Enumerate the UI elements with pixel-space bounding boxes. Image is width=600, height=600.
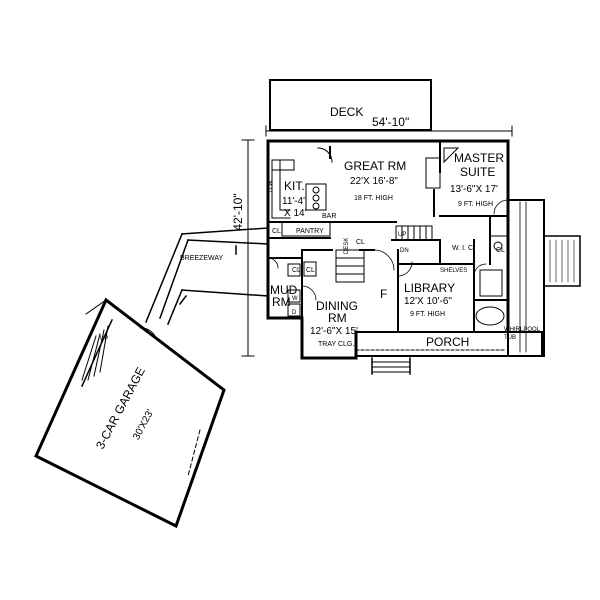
library-note: 9 FT. HIGH: [410, 311, 445, 318]
master-closet-label: CL: [496, 247, 505, 254]
kitchen-size-1: 11'-4": [282, 196, 307, 207]
garage: [34, 297, 226, 529]
mudroom-fixtures: [287, 261, 317, 317]
great-room-fixtures: [317, 147, 460, 189]
bar-label: BAR: [322, 213, 336, 220]
foyer-label: F: [380, 287, 387, 301]
kitchen-size-2: X 14': [284, 208, 307, 219]
deck-label: DECK: [330, 105, 363, 119]
dining-room-size: 12'-6"X 15': [310, 326, 358, 337]
dining-room-name-1: DINING: [316, 299, 358, 313]
library-size: 12'X 10'-6": [404, 296, 452, 307]
porch: [355, 331, 543, 375]
stairs: [335, 225, 433, 283]
mudroom-name-2: RM: [272, 295, 291, 309]
door-swings: [267, 199, 509, 301]
wic-label: W. I. C.: [452, 245, 475, 252]
stair-down-label: DN: [400, 248, 409, 254]
great-room-note: 18 FT. HIGH: [354, 195, 393, 202]
hall-closet-label: CL: [356, 239, 365, 246]
garage-size: 30'X23': [131, 408, 156, 442]
width-dimension-label: 54'-10": [372, 115, 409, 129]
pantry-label: PANTRY: [296, 228, 324, 235]
mudroom-closet-label: CL: [292, 267, 301, 274]
whirlpool-line-1: WHIRLPOOL: [504, 327, 541, 333]
washer-label: W: [292, 296, 298, 302]
mudroom-name-1: MUD: [270, 283, 298, 297]
great-room-name: GREAT RM: [344, 159, 406, 173]
porch-label: PORCH: [426, 335, 469, 349]
garage-stair-up-label: UP: [100, 336, 108, 342]
pantry-closet-label: CL: [272, 228, 281, 235]
master-suite-size: 13'-6"X 17': [450, 184, 498, 195]
dining-room-note: TRAY CLG.: [318, 341, 354, 348]
depth-dimension-line: [241, 139, 255, 357]
kitchen-counters: [271, 159, 331, 237]
library-name: LIBRARY: [404, 281, 455, 295]
dryer-label: D: [292, 310, 297, 316]
breezeway: [145, 227, 269, 325]
whirlpool-line-2: TUB: [504, 335, 516, 341]
labels: DECK 54'-10" 42'-10" GREAT RM 22'X 16'-8…: [93, 105, 541, 451]
stair-up-label: UP: [398, 232, 406, 238]
interior-walls: [267, 140, 509, 331]
depth-dimension-label: 42'-10": [231, 193, 245, 230]
dw-label: D.W.: [268, 179, 274, 192]
great-room-size: 22'X 16'-8": [350, 176, 398, 187]
master-suite-name-2: SUITE: [460, 165, 495, 179]
master-suite-name-1: MASTER: [454, 151, 504, 165]
width-dimension-line: [265, 125, 513, 137]
master-bath-fixtures: [475, 235, 507, 326]
deck: [269, 79, 432, 131]
desk-label: DESK: [344, 238, 350, 254]
kitchen-name: KIT.: [284, 179, 305, 193]
mudroom-closet-label-2: CL: [306, 267, 315, 274]
side-porch: [507, 199, 581, 357]
dining-room-name-2: RM: [328, 311, 347, 325]
master-suite-note: 9 FT. HIGH: [458, 201, 493, 208]
breezeway-label: BREEZEWAY: [180, 255, 224, 262]
shelves-label: SHELVES: [440, 268, 467, 274]
